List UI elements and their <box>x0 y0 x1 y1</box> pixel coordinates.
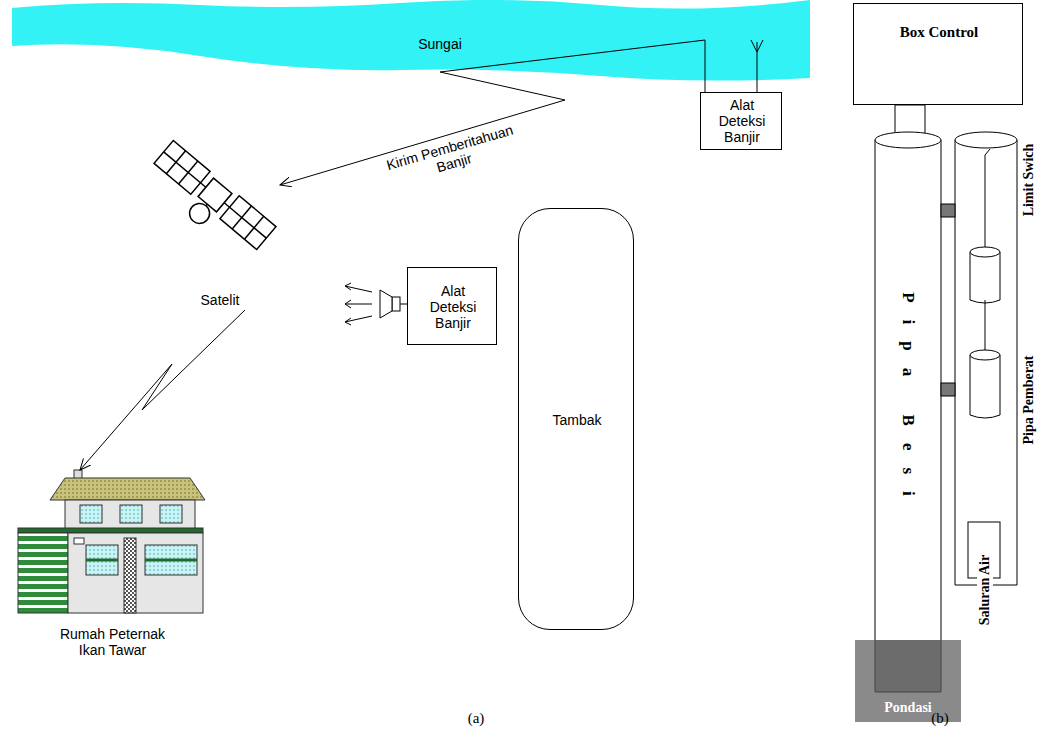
node-text: Box Control <box>899 24 979 41</box>
iron-pipe: Pipa Besi <box>875 132 941 692</box>
pond-shape: Tambak <box>518 208 634 630</box>
river: Sungai <box>10 0 810 82</box>
detector-box: Alat Deteksi Banjir <box>407 267 497 345</box>
speaker-icon <box>345 283 407 325</box>
node-text: Satelit <box>201 292 240 308</box>
node-text: Pondasi <box>884 700 931 716</box>
detector-box: Alat Deteksi Banjir <box>700 92 782 150</box>
figure-tag: (a) <box>468 710 485 727</box>
pipe-assembly <box>875 105 1017 690</box>
node-text: Pipa Besi <box>899 292 918 513</box>
signal-arrow <box>280 40 705 185</box>
node-text: Tambak <box>552 412 601 428</box>
satellite: Satelit <box>160 145 280 310</box>
house: Rumah Peternak Ikan Tawar <box>15 470 210 670</box>
node-text: Alat Deteksi Banjir <box>711 97 773 145</box>
house-icon <box>18 470 205 613</box>
river-band <box>12 0 810 81</box>
part-name: Pipa Pemberat <box>1021 355 1037 444</box>
signal-arrow <box>80 310 245 470</box>
control-box: Box Control <box>853 3 1023 105</box>
antenna <box>751 40 763 92</box>
figure-tag: (b) <box>931 710 949 727</box>
node-text: Sungai <box>418 36 462 52</box>
part-name: Limit Swich <box>1021 144 1037 217</box>
node-text: Alat Deteksi Banjir <box>422 283 484 331</box>
node-text: Rumah Peternak Ikan Tawar <box>48 626 178 658</box>
edge-label: Kirim Pemberitahuan Banjir <box>366 116 538 194</box>
part-name: Saluran Air <box>977 553 993 627</box>
satellite-icon <box>142 140 276 264</box>
